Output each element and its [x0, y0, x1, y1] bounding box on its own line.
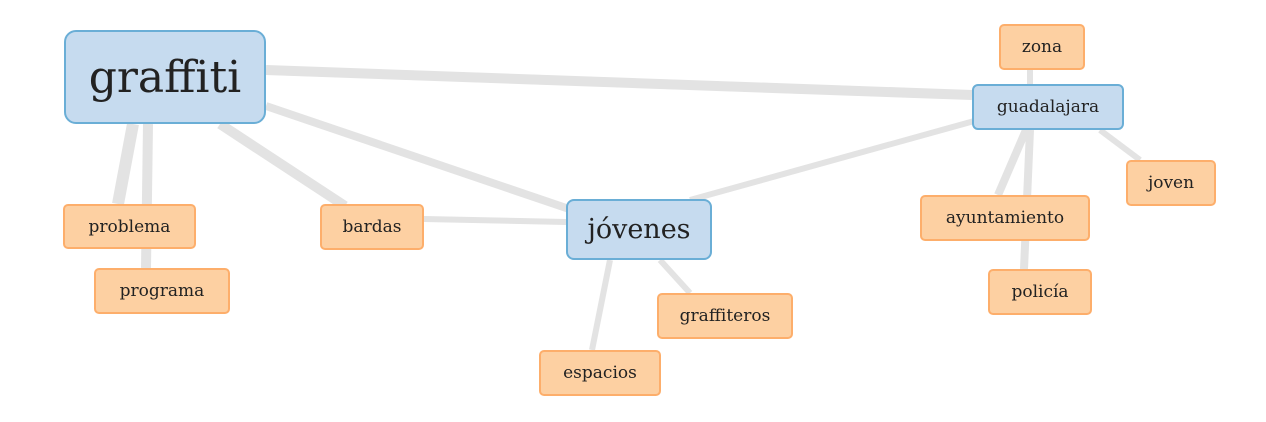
edge-graffiti-bardas: [217, 119, 348, 211]
edge-jovenes-espacios: [589, 259, 613, 351]
edge-jovenes-graffiteros: [657, 257, 693, 296]
edge-guadalajara-ayuntamiento: [994, 128, 1030, 197]
node-programa: programa: [94, 268, 230, 314]
node-joven: joven: [1126, 160, 1216, 206]
node-problema: problema: [63, 204, 196, 249]
node-bardas: bardas: [320, 204, 424, 250]
node-graffiti: graffiti: [64, 30, 266, 124]
node-graffiteros: graffiteros: [657, 293, 793, 339]
edge-graffiti-problema: [112, 122, 139, 206]
edge-jovenes-guadalajara: [689, 115, 986, 203]
node-guadalajara: guadalajara: [972, 84, 1124, 130]
node-policia: policía: [988, 269, 1092, 315]
edge-guadalajara-joven: [1098, 127, 1142, 163]
node-espacios: espacios: [539, 350, 661, 396]
edge-jovenes-bardas: [423, 216, 567, 225]
node-zona: zona: [999, 24, 1085, 70]
node-ayuntamiento: ayuntamiento: [920, 195, 1090, 241]
edge-graffiti-jovenes: [264, 102, 580, 216]
node-jovenes: jóvenes: [566, 199, 712, 260]
edge-graffiti-guadalajara: [265, 65, 973, 100]
